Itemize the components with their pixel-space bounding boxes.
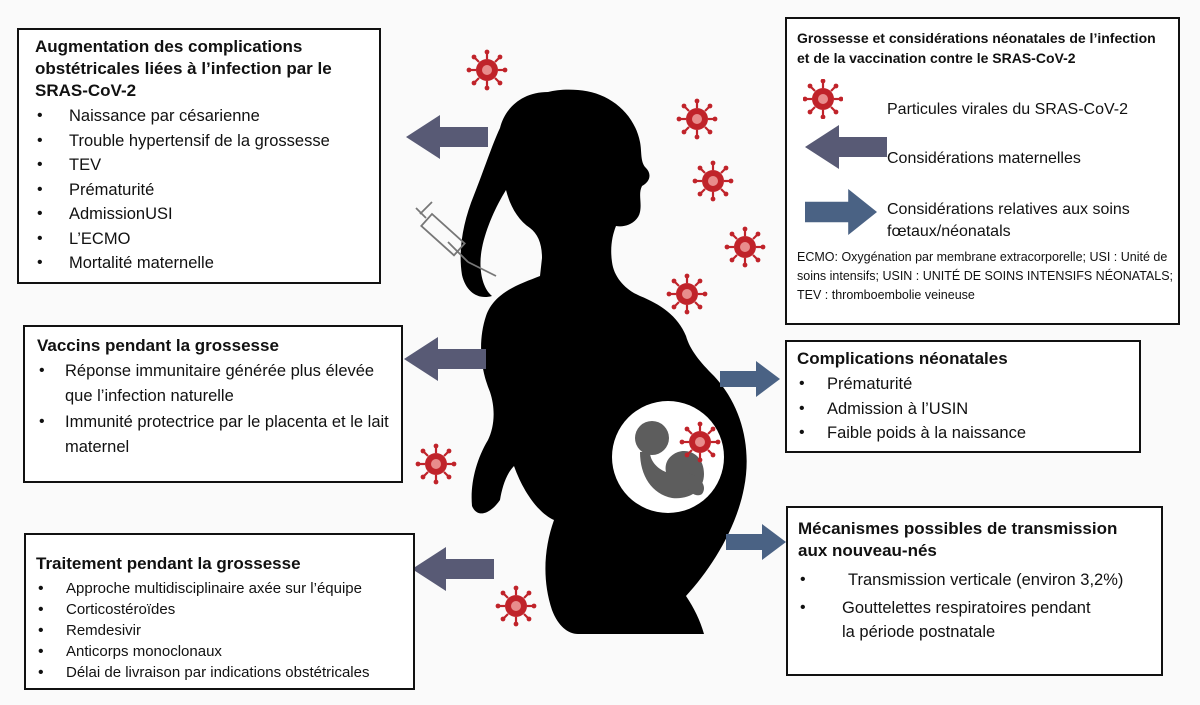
vaccines-box: Vaccins pendant la grossesse Réponse imm… bbox=[23, 325, 403, 483]
syringe-icon bbox=[415, 201, 497, 277]
list-item: Gouttelettes respiratoires pendant la pé… bbox=[798, 596, 1102, 645]
list-item: AdmissionUSI bbox=[35, 202, 369, 227]
legend-maternal-arrow-icon bbox=[805, 125, 887, 169]
list-item: Délai de livraison par indications obsté… bbox=[36, 662, 409, 683]
legend-virus-icon bbox=[803, 79, 843, 119]
fetus-icon bbox=[635, 421, 705, 499]
list-item: Anticorps monoclonaux bbox=[36, 641, 409, 662]
legend-box: Grossesse et considérations néonatales d… bbox=[785, 17, 1180, 325]
list-item: L’ECMO bbox=[35, 227, 369, 252]
legend-virus-label: Particules virales du SRAS-CoV-2 bbox=[887, 101, 1128, 118]
neonatal-complications-title: Complications néonatales bbox=[797, 349, 1008, 368]
treatment-title: Traitement pendant la grossesse bbox=[36, 554, 301, 573]
vaccines-title: Vaccins pendant la grossesse bbox=[37, 336, 279, 355]
list-item: Naissance par césarienne bbox=[35, 104, 369, 129]
abbreviations-note: ECMO: Oxygénation par membrane extracorp… bbox=[797, 250, 1174, 302]
legend-title: Grossesse et considérations néonatales d… bbox=[797, 30, 1156, 66]
transmission-list: Transmission verticale (environ 3,2%) Go… bbox=[798, 568, 1151, 645]
neonatal-complications-list: Prématurité Admission à l’USIN Faible po… bbox=[797, 372, 1131, 446]
arrow-left-icon bbox=[404, 337, 486, 381]
list-item: Mortalité maternelle bbox=[35, 251, 369, 276]
transmission-title: Mécanismes possibles de transmission aux… bbox=[798, 519, 1118, 560]
arrow-right-icon bbox=[720, 361, 780, 397]
vaccines-list: Réponse immunitaire générée plus élevée … bbox=[37, 359, 389, 459]
obstetric-complications-title: Augmentation des complications obstétric… bbox=[35, 37, 332, 100]
treatment-list: Approche multidisciplinaire axée sur l’é… bbox=[36, 578, 409, 683]
neonatal-complications-box: Complications néonatales Prématurité Adm… bbox=[785, 340, 1141, 453]
list-item: Immunité protectrice par le placenta et … bbox=[37, 410, 389, 459]
list-item: Réponse immunitaire générée plus élevée … bbox=[37, 359, 389, 408]
transmission-box: Mécanismes possibles de transmission aux… bbox=[786, 506, 1163, 676]
list-item: Trouble hypertensif de la grossesse bbox=[35, 129, 369, 154]
list-item: Corticostéroïdes bbox=[36, 599, 409, 620]
list-item: Prématurité bbox=[797, 372, 1131, 397]
obstetric-complications-list: Naissance par césarienne Trouble hyperte… bbox=[35, 104, 369, 276]
arrow-left-icon bbox=[412, 547, 494, 591]
list-item: Transmission verticale (environ 3,2%) bbox=[798, 568, 1151, 593]
obstetric-complications-box: Augmentation des complications obstétric… bbox=[17, 28, 381, 284]
arrow-right-icon bbox=[726, 524, 786, 560]
list-item: Prématurité bbox=[35, 178, 369, 203]
treatment-box: Traitement pendant la grossesse Approche… bbox=[24, 533, 415, 690]
list-item: Remdesivir bbox=[36, 620, 409, 641]
list-item: Faible poids à la naissance bbox=[797, 421, 1131, 446]
legend-fetal-arrow-icon bbox=[805, 189, 877, 235]
list-item: TEV bbox=[35, 153, 369, 178]
arrow-left-icon bbox=[406, 115, 488, 159]
list-item: Admission à l’USIN bbox=[797, 397, 1131, 422]
legend-maternal-label: Considérations maternelles bbox=[887, 150, 1081, 167]
list-item: Approche multidisciplinaire axée sur l’é… bbox=[36, 578, 409, 599]
legend-fetal-label: Considérations relatives aux soins fœtau… bbox=[887, 201, 1130, 240]
